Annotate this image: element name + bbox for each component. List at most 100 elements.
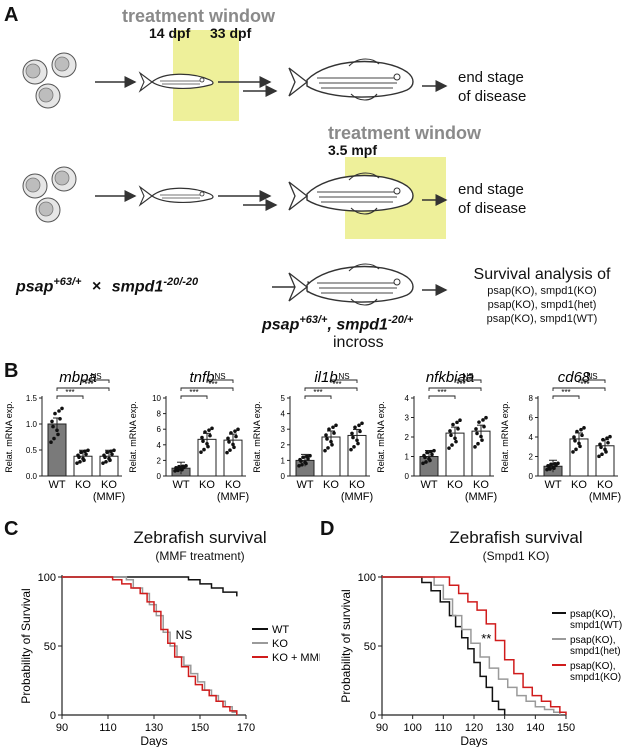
x-tick-label: 120 [465,722,483,734]
data-point [102,453,106,458]
data-point [573,439,577,443]
category-label: KO [199,479,215,491]
eggs-row2 [22,166,77,223]
data-point [421,461,425,466]
panel-c-letter: C [4,518,19,540]
mmf-label: (MMF) [589,491,621,503]
data-point [184,464,188,468]
data-point [207,428,211,432]
y-tick-label: 2 [405,433,410,442]
data-point [232,445,236,450]
data-point [109,449,113,454]
parent1-allele: +63/+ [53,276,82,288]
ns-bracket [578,379,606,383]
y-tick-label: 100 [38,572,56,584]
ns-label: NS [90,372,101,381]
ns-label: NS [214,372,225,381]
data-point [424,460,428,464]
gene-title: cd68 [558,369,591,386]
data-point [432,448,436,453]
y-tick-label: 0 [529,472,534,481]
category-label: WT [172,479,189,491]
y-tick-label: 1.0 [26,420,38,429]
data-point [104,459,108,464]
category-label: KO [597,479,613,491]
y-tick-label: 1.5 [26,394,38,403]
data-point [430,452,434,457]
data-point [231,442,235,447]
sig-bracket [552,395,580,399]
y-tick-label: 6 [529,414,534,423]
data-point [78,459,82,464]
data-point [473,445,477,449]
data-point [454,439,458,444]
data-point [351,435,355,440]
ns-bracket [206,379,234,383]
category-label: KO [349,479,365,491]
data-point [305,454,309,459]
survival-item: psap(KO), smpd1(het) [487,299,597,311]
y-tick-label: 3 [281,425,286,434]
panel-d-subtitle: (Smpd1 KO) [482,549,550,563]
sig-label: *** [65,388,74,397]
data-point [327,427,331,431]
data-point [330,443,334,447]
data-point [548,467,552,471]
data-point [297,464,301,468]
data-point [83,449,87,454]
data-point [112,448,116,453]
data-point [429,449,433,454]
gene-title: tnfb [189,369,214,386]
data-point [427,457,431,461]
data-point [225,450,229,455]
legend-label-line1: psap(KO), [570,661,616,672]
data-point [599,445,603,450]
sig-label: *** [84,380,93,389]
treatment-start-label-2: 3.5 mpf [328,142,378,158]
outcome-line1: end stage [458,69,524,86]
survival-item: psap(KO), smpd1(WT) [486,313,598,325]
category-label: KO [75,479,91,491]
y-tick-label: 0.0 [26,472,38,481]
data-point [179,467,183,471]
data-point [578,444,582,449]
data-point [176,468,180,473]
survival-curve [62,576,238,715]
survival-analysis-block: Survival analysis of psap(KO), smpd1(KO)… [452,266,632,326]
parent1-gene: psap [16,278,54,296]
legend-label-line1: psap(KO), [570,635,616,646]
data-point [601,437,605,442]
data-point [199,450,203,454]
incross-label: incross [333,334,384,351]
offspring-gene2: , smpd1 [327,316,388,334]
legend-label: KO [272,638,288,650]
outcome-line2: of disease [458,88,527,105]
x-tick-label: 150 [557,722,575,734]
data-point [325,437,329,441]
data-point [227,440,231,444]
y-tick-label: 6 [157,425,162,434]
y-tick-label: 0 [157,472,162,481]
data-point [358,429,362,434]
data-point [303,460,307,465]
gene-title: nfkbiaa [426,369,474,386]
y-tick-label: 4 [281,410,286,419]
survival-curve [382,576,506,715]
x-tick-label: 130 [145,722,163,734]
data-point [551,465,555,470]
survival-curve [382,576,561,715]
data-point [101,461,105,465]
data-point [356,441,360,446]
data-point [55,428,59,433]
legend-label: KO + MMF [272,652,320,664]
data-point [475,431,479,436]
data-point [447,446,451,450]
data-point [456,427,460,431]
y-axis-label: Relat. mRNA exp. [376,401,386,473]
gene-title: mbpa [59,369,97,386]
sig-bracket [180,395,208,399]
data-point [425,450,429,455]
y-tick-label: 100 [358,572,376,584]
